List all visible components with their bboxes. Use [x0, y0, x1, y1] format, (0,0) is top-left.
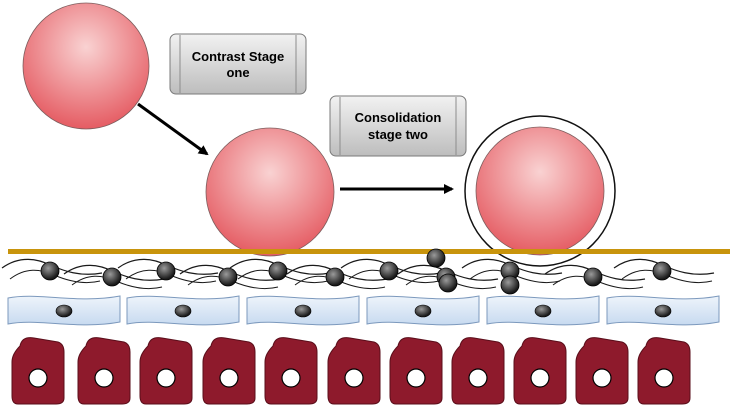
receptor-ball — [426, 248, 446, 268]
tissue-cell-nucleus — [654, 368, 674, 388]
tissue-cell-nucleus — [94, 368, 114, 388]
tissue-cell-nucleus — [592, 368, 612, 388]
tissue-cell-nucleus — [156, 368, 176, 388]
receptor-ball — [500, 275, 520, 295]
receptor-ball — [40, 261, 60, 281]
receptor-ball — [379, 261, 399, 281]
band-cell-nucleus — [174, 304, 192, 318]
band-cell-nucleus — [294, 304, 312, 318]
stage-one-label-line2: one — [226, 65, 249, 80]
receptor-layer — [1, 248, 715, 295]
receptor-ball — [325, 267, 345, 287]
band-cell-layer — [7, 295, 720, 326]
tissue-cell-nucleus — [530, 368, 550, 388]
stage-two-label-box: Consolidation stage two — [329, 95, 467, 157]
tissue-cell-layer — [11, 337, 691, 405]
rolling-cell — [205, 127, 335, 257]
receptor-ball — [102, 267, 122, 287]
band-cell-nucleus — [654, 304, 672, 318]
adherent-cell — [475, 126, 605, 256]
membrane-line — [8, 249, 730, 254]
free-cell — [22, 2, 150, 130]
tissue-cell-nucleus — [406, 368, 426, 388]
tissue-cell-nucleus — [28, 368, 48, 388]
band-cell-nucleus — [55, 304, 73, 318]
band-cell-nucleus — [534, 304, 552, 318]
receptor-ball — [268, 261, 288, 281]
receptor-ball — [156, 261, 176, 281]
stage-one-label-box: Contrast Stage one — [169, 33, 307, 95]
stage-one-label-line1: Contrast Stage — [192, 49, 284, 64]
band-cell-nucleus — [414, 304, 432, 318]
stage-two-label-line1: Consolidation — [355, 110, 442, 125]
tissue-cell-nucleus — [219, 368, 239, 388]
stage-two-label-line2: stage two — [368, 127, 428, 142]
receptor-ball — [218, 267, 238, 287]
tissue-cell-nucleus — [281, 368, 301, 388]
tissue-cell-nucleus — [344, 368, 364, 388]
arrow-stage-one — [137, 102, 209, 156]
receptor-ball — [652, 261, 672, 281]
receptor-ball — [583, 267, 603, 287]
tissue-cell-nucleus — [468, 368, 488, 388]
receptor-ball — [438, 273, 458, 293]
